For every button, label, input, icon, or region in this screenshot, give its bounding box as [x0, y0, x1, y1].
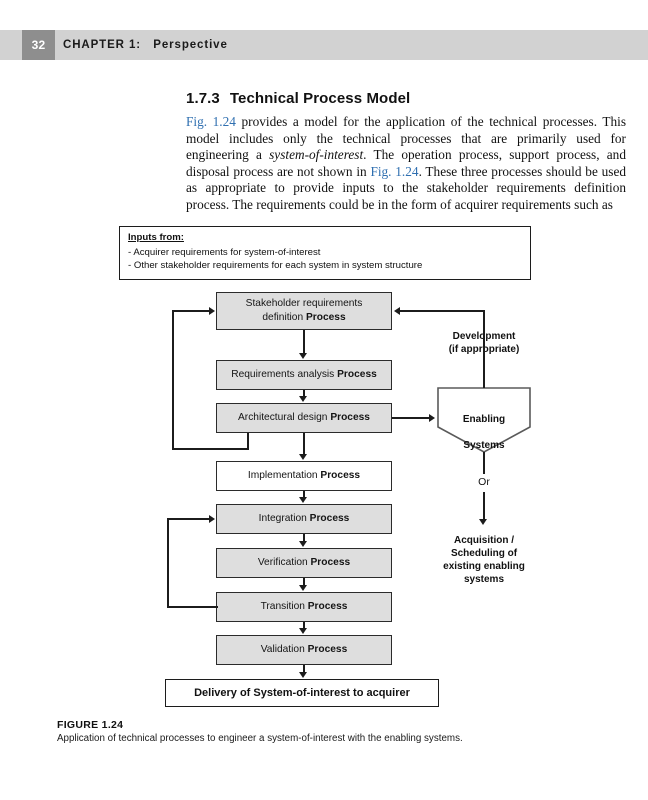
page-number-block — [22, 30, 55, 60]
section-heading: 1.7.3 Technical Process Model — [186, 90, 626, 107]
process-box-integration-line1: Integration — [258, 513, 307, 524]
delivery-box-label: Delivery of System-of-interest to acquir… — [194, 687, 410, 699]
inputs-from-line-2: - Other stakeholder requirements for eac… — [128, 260, 423, 271]
process-box-verification[interactable]: Verification Process — [216, 548, 392, 578]
process-box-architectural-design-suffix: Process — [330, 412, 370, 423]
connector-integration-to-verification — [303, 534, 305, 544]
arrow-transition-to-validation — [299, 628, 307, 634]
arrow-feedback-into-integration — [209, 514, 215, 523]
paragraph-text-1: provides a model for the application of … — [186, 114, 627, 163]
inputs-from-line-1: - Acquirer requirements for system-of-in… — [128, 246, 321, 258]
feedback-transition-up — [167, 519, 169, 608]
feedback-architectural-left — [172, 448, 249, 450]
connector-stakeholder-to-requirements — [303, 330, 305, 354]
feedback-architectural-to-stakeholder — [172, 310, 210, 312]
connector-development-to-stakeholder — [400, 310, 485, 312]
process-box-requirements-analysis-suffix: Process — [337, 369, 377, 380]
connector-verification-to-transition — [303, 578, 305, 588]
process-box-implementation[interactable]: Implementation Process — [216, 461, 392, 491]
figure-caption-text: Application of technical processes to en… — [57, 733, 463, 744]
connector-architectural-to-enabling — [392, 417, 430, 419]
arrow-feedback-into-stakeholder — [209, 306, 215, 315]
connector-architectural-to-implementation — [303, 433, 305, 456]
process-box-transition-line1: Transition — [260, 601, 305, 612]
running-header-title: CHAPTER 1: Perspective — [63, 39, 228, 51]
connector-or-to-acquisition — [483, 492, 485, 522]
arrow-validation-to-delivery — [299, 672, 307, 678]
process-box-architectural-design-line1: Architectural design — [238, 412, 328, 423]
arrow-development-into-stakeholder — [394, 306, 400, 315]
arrow-or-to-acquisition — [479, 519, 487, 525]
connector-validation-to-delivery — [303, 665, 305, 675]
arrow-integration-to-verification — [299, 541, 307, 547]
delivery-box[interactable]: Delivery of System-of-interest to acquir… — [165, 679, 439, 707]
page-number: 32 — [31, 38, 46, 52]
enabling-systems-line-1: Enabling — [462, 414, 506, 425]
feedback-architectural-up — [172, 311, 174, 450]
connector-implementation-to-integration — [303, 491, 305, 500]
process-box-implementation-suffix: Process — [320, 470, 361, 481]
process-box-implementation-line1: Implementation — [247, 470, 318, 481]
section-title: Technical Process Model — [229, 90, 411, 107]
process-box-stakeholder-requirements[interactable]: Stakeholder requirements definition Proc… — [216, 292, 392, 330]
process-box-transition[interactable]: Transition Process — [216, 592, 392, 622]
process-box-architectural-design[interactable]: Architectural design Process — [216, 403, 392, 433]
arrow-implementation-to-integration — [299, 497, 307, 503]
process-box-requirements-analysis-line1: Requirements analysis — [231, 369, 335, 380]
arrow-architectural-to-implementation — [299, 454, 307, 460]
process-box-validation-suffix: Process — [307, 644, 348, 655]
figure-link-1[interactable]: Fig. 1.24 — [186, 114, 236, 129]
feedback-transition-left — [167, 606, 218, 608]
process-box-validation-line1: Validation — [260, 644, 305, 655]
enabling-systems-shape[interactable] — [437, 387, 531, 453]
process-box-integration-suffix: Process — [309, 513, 350, 524]
process-box-integration[interactable]: Integration Process — [216, 504, 392, 534]
enabling-systems-label: Enabling Systems — [437, 400, 531, 452]
acquisition-scheduling-label: Acquisition / Scheduling of existing ena… — [443, 535, 525, 585]
paragraph-text-3: . These three processes should be used a… — [186, 163, 626, 212]
section-number: 1.7.3 — [186, 90, 220, 107]
body-paragraph: Fig. 1.24 provides a model for the appli… — [186, 114, 626, 214]
connector-enabling-to-or — [483, 452, 485, 474]
connector-enabling-development-up — [483, 310, 485, 388]
arrow-requirements-to-architectural — [299, 396, 307, 402]
connector-requirements-to-architectural — [303, 390, 305, 398]
or-label: Or — [478, 476, 490, 488]
enabling-systems-line-2: Systems — [463, 440, 505, 451]
arrow-stakeholder-to-requirements — [299, 353, 307, 359]
connector-transition-to-validation — [303, 622, 305, 631]
feedback-architectural-down — [247, 433, 249, 450]
feedback-transition-to-integration — [167, 518, 210, 520]
process-box-verification-suffix: Process — [310, 557, 351, 568]
process-box-transition-suffix: Process — [307, 601, 348, 612]
paragraph-italic-1: system-of-interest — [269, 147, 364, 163]
process-box-stakeholder-requirements-suffix: Process — [305, 312, 346, 323]
figure-link-2[interactable]: Fig. 1.24 — [370, 163, 419, 179]
arrow-verification-to-transition — [299, 585, 307, 591]
running-header-band — [0, 30, 648, 60]
process-box-requirements-analysis[interactable]: Requirements analysis Process — [216, 360, 392, 390]
paragraph-text-2: . The operation process, support process… — [186, 147, 626, 179]
process-box-stakeholder-requirements-line2: definition — [262, 312, 304, 323]
inputs-from-box: Inputs from: - Acquirer requirements for… — [119, 226, 531, 280]
inputs-from-title: Inputs from: — [128, 232, 184, 243]
process-box-stakeholder-requirements-line1: Stakeholder requirements — [245, 298, 363, 309]
process-box-verification-line1: Verification — [257, 557, 308, 568]
arrow-architectural-to-enabling — [429, 413, 435, 422]
figure-caption-title: FIGURE 1.24 — [57, 719, 124, 731]
process-box-validation[interactable]: Validation Process — [216, 635, 392, 665]
